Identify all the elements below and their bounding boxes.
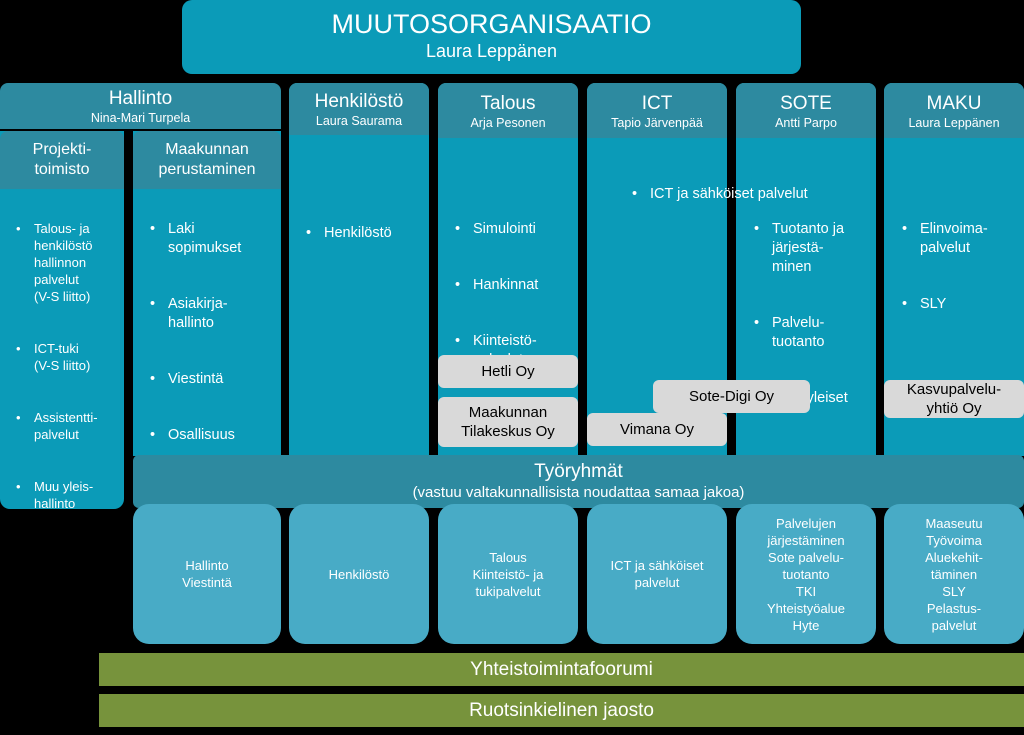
list-item: Osallisuus <box>150 426 278 445</box>
working-groups-note: (vastuu valtakunnallisista noudattaa sam… <box>412 484 745 501</box>
projekti-list: Talous- ja henkilöstö hallinnon palvelut… <box>16 202 122 547</box>
unit-lead: Antti Parpo <box>775 116 837 130</box>
unit-lead: Tapio Järvenpää <box>611 116 703 130</box>
list-item: Asiakirja- hallinto <box>150 295 278 333</box>
unit-title: Henkilöstö <box>314 91 404 112</box>
unit-lead: Arja Pesonen <box>470 116 546 130</box>
top-header: MUUTOSORGANISAATIO Laura Leppänen <box>182 0 801 74</box>
unit-lead: Nina-Mari Turpela <box>90 111 191 125</box>
unit-header-maku: MAKU Laura Leppänen <box>884 83 1024 138</box>
list-item: Talous- ja henkilöstö hallinnon palvelut… <box>16 220 122 305</box>
ict-list: ICT ja sähköiset palvelut <box>632 167 862 241</box>
list-item: Assistentti- palvelut <box>16 409 122 443</box>
unit-lead: Laura Saurama <box>315 114 403 128</box>
unit-title: ICT <box>641 93 673 114</box>
list-item: Henkilöstö <box>306 224 426 243</box>
working-groups-title: Työryhmät <box>534 461 623 482</box>
list-item: Muu yleis- hallinto <box>16 478 122 512</box>
list-item: ICT ja sähköiset palvelut <box>632 185 862 204</box>
list-item: Viestintä <box>150 370 278 389</box>
working-group-hallinto: Hallinto Viestintä <box>133 504 281 644</box>
working-group-ict: ICT ja sähköiset palvelut <box>587 504 727 644</box>
working-groups-bar: Työryhmät (vastuu valtakunnallisista nou… <box>133 455 1024 508</box>
working-group-maku: Maaseutu Työvoima Aluekehit- täminen SLY… <box>884 504 1024 644</box>
column-talous <box>438 83 578 456</box>
unit-header-ict: ICT Tapio Järvenpää <box>587 83 727 138</box>
maku-list: Elinvoima- palvelut SLY <box>902 202 1022 351</box>
unit-title: Hallinto <box>108 88 173 109</box>
company-kasvupalvelu: Kasvupalvelu- yhtiö Oy <box>884 380 1024 418</box>
org-title: MUUTOSORGANISAATIO <box>331 9 652 39</box>
unit-header-talous: Talous Arja Pesonen <box>438 83 578 138</box>
company-tilakeskus: Maakunnan Tilakeskus Oy <box>438 397 578 447</box>
list-item: Tuotanto ja järjestä- minen <box>754 220 874 277</box>
working-group-talous: Talous Kiinteistö- ja tukipalvelut <box>438 504 578 644</box>
list-item: Simulointi <box>455 220 575 239</box>
working-group-sote: Palvelujen järjestäminen Sote palvelu- t… <box>736 504 876 644</box>
maakunta-header: Maakunnan perustaminen <box>133 131 281 189</box>
list-item: Laki sopimukset <box>150 220 278 258</box>
list-item: Elinvoima- palvelut <box>902 220 1022 258</box>
forum-yhteistoiminta: Yhteistoimintafoorumi <box>99 653 1024 686</box>
maakunta-list: Laki sopimukset Asiakirja- hallinto Vies… <box>150 202 278 482</box>
list-item: Palvelu- tuotanto <box>754 314 874 352</box>
projekti-header: Projekti- toimisto <box>0 131 124 189</box>
list-item: ICT-tuki (V-S liitto) <box>16 340 122 374</box>
column-henkilosto <box>289 83 429 456</box>
column-projektitoimisto <box>0 131 124 509</box>
unit-header-hallinto: Hallinto Nina-Mari Turpela <box>0 83 281 129</box>
list-item: Hankinnat <box>455 276 575 295</box>
unit-header-henkilosto: Henkilöstö Laura Saurama <box>289 83 429 135</box>
forum-ruotsinkielinen: Ruotsinkielinen jaosto <box>99 694 1024 727</box>
unit-title: MAKU <box>926 93 982 114</box>
working-group-henkilosto: Henkilöstö <box>289 504 429 644</box>
list-item: SLY <box>902 295 1022 314</box>
org-lead: Laura Leppänen <box>425 41 558 61</box>
unit-header-sote: SOTE Antti Parpo <box>736 83 876 138</box>
unit-title: SOTE <box>780 93 832 114</box>
company-sote-digi: Sote-Digi Oy <box>653 380 810 413</box>
company-hetli: Hetli Oy <box>438 355 578 388</box>
company-vimana: Vimana Oy <box>587 413 727 446</box>
unit-title: Talous <box>480 93 536 114</box>
unit-lead: Laura Leppänen <box>908 116 1000 130</box>
henkilosto-list: Henkilöstö <box>306 206 426 280</box>
